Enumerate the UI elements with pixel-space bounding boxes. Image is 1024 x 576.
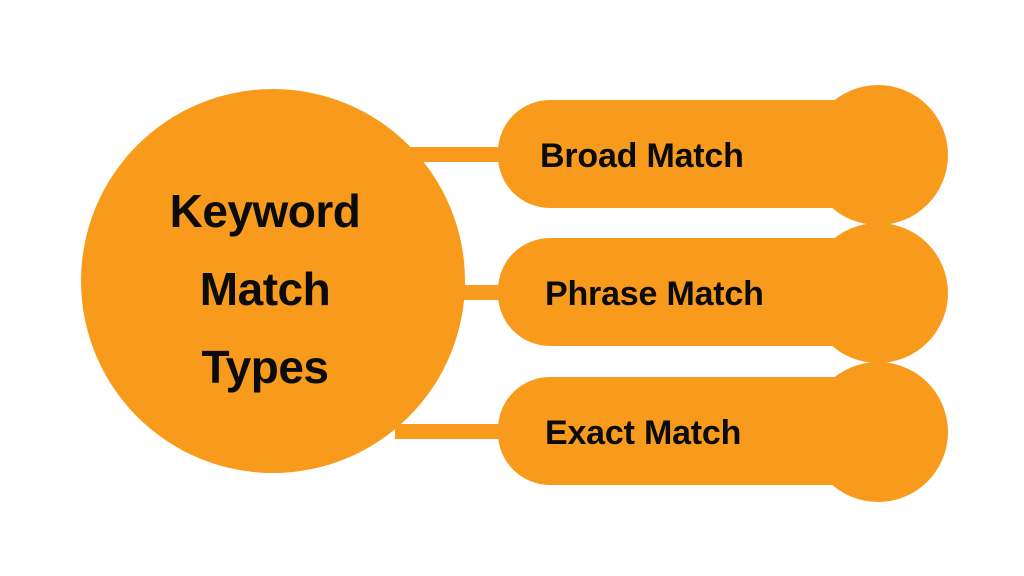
center-node-circle	[81, 89, 465, 473]
connector-broad-match	[395, 147, 510, 162]
branch-node-exact-match[interactable]: Exact Match	[498, 362, 948, 502]
center-node-line-2: Match	[200, 263, 330, 315]
branch-pill-phrase-match	[498, 238, 884, 346]
center-node-line-1: Keyword	[170, 185, 361, 237]
branch-label-exact-match: Exact Match	[545, 414, 741, 452]
connector-exact-match	[395, 424, 510, 439]
center-node-line-3: Types	[201, 341, 328, 393]
center-node-broad[interactable]: Keyword Match Types	[81, 89, 465, 473]
branch-node-broad-match[interactable]: Broad Match	[498, 85, 948, 225]
branch-pill-exact-match	[498, 377, 884, 485]
branch-pill-broad-match	[498, 100, 884, 208]
branch-label-broad-match: Broad Match	[540, 137, 744, 175]
branch-node-phrase-match[interactable]: Phrase Match	[498, 223, 948, 363]
branch-label-phrase-match: Phrase Match	[545, 275, 764, 313]
